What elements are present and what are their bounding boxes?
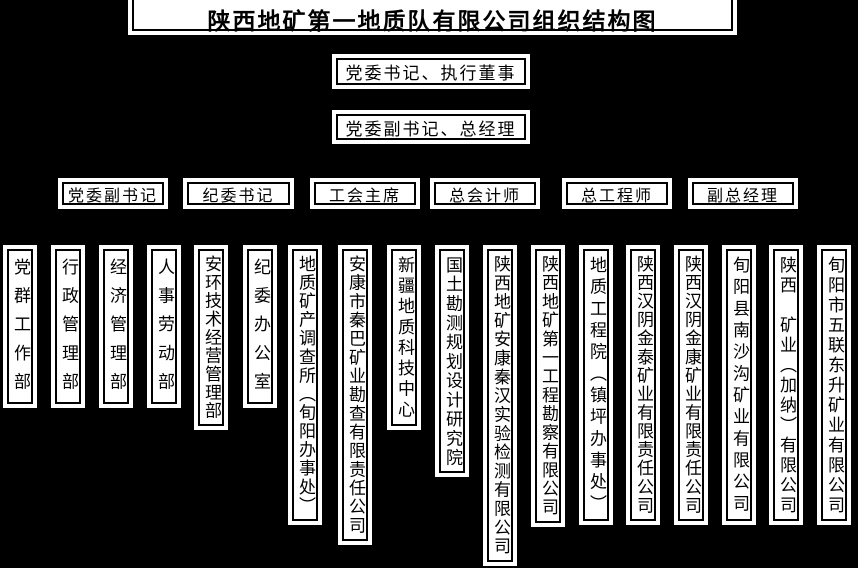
department-label: 陕西地矿安康秦汉实验检测有限公司: [491, 255, 510, 557]
department-label: 陕西汉阴金泰矿业有限责任公司: [634, 255, 653, 516]
department-box: 安环技术经营管理部: [194, 245, 228, 430]
department-label: 安环技术经营管理部: [202, 255, 221, 421]
node-deputy-party-secretary-general-manager: 党委副书记、总经理: [332, 110, 530, 144]
department-label: 党群工作部: [11, 257, 30, 401]
node-discipline-committee-secretary: 纪委书记: [183, 178, 294, 209]
department-label: 行政管理部: [59, 257, 78, 401]
department-label: 陕西汉阴金康矿业有限责任公司: [682, 255, 701, 516]
node-label: 党委书记、执行董事: [345, 64, 517, 83]
department-label: 陕西地矿第一工程勘察有限公司: [539, 255, 558, 518]
node-party-secretary-executive-director: 党委书记、执行董事: [332, 54, 530, 89]
department-box: 安康市秦巴矿业勘查有限责任公司: [338, 245, 372, 545]
node-union-chairman: 工会主席: [310, 178, 420, 209]
department-label: 地质矿产调查所（旬阳办事处）: [296, 255, 315, 516]
node-label: 总会计师: [448, 187, 521, 205]
department-box: 陕西汉阴金康矿业有限责任公司: [674, 245, 708, 525]
department-box: 行政管理部: [51, 245, 85, 408]
department-box: 陕西汉阴金泰矿业有限责任公司: [626, 245, 660, 525]
department-label: 新疆地质科技中心: [395, 255, 414, 421]
department-label: 旬阳县南沙沟矿业有限公司: [730, 256, 749, 517]
department-box: 经济管理部: [99, 245, 133, 408]
department-box: 旬阳市五联东升矿业有限公司: [817, 245, 851, 525]
department-label: 经济管理部: [107, 257, 126, 401]
department-label: 人事劳动部: [155, 257, 174, 401]
department-box: 纪委办公室: [243, 245, 277, 408]
department-box: 陕西地矿第一工程勘察有限公司: [531, 245, 565, 527]
department-box: 陕西地矿安康秦汉实验检测有限公司: [483, 245, 517, 566]
node-label: 纪委书记: [202, 187, 275, 205]
node-deputy-party-secretary: 党委副书记: [58, 178, 168, 209]
department-label: 陕西 矿业（加纳）有限公司: [777, 255, 796, 516]
department-label: 纪委办公室: [251, 257, 270, 401]
department-box: 旬阳县南沙沟矿业有限公司: [722, 245, 756, 525]
chart-title: 陕西地矿第一地质队有限公司组织结构图: [207, 8, 658, 34]
department-box: 地质矿产调查所（旬阳办事处）: [288, 245, 322, 525]
department-box: 党群工作部: [3, 245, 37, 408]
node-label: 工会主席: [328, 187, 401, 205]
node-chief-engineer: 总工程师: [562, 178, 672, 209]
department-box: 地质工程院（镇坪办事处）: [579, 245, 613, 525]
department-label: 安康市秦巴矿业勘查有限责任公司: [346, 255, 365, 536]
department-label: 国土勘测规划设计研究院: [443, 255, 462, 468]
node-label: 总工程师: [580, 187, 653, 205]
department-box: 国土勘测规划设计研究院: [435, 245, 469, 477]
node-label: 副总经理: [706, 187, 779, 205]
department-label: 旬阳市五联东升矿业有限公司: [825, 255, 844, 516]
department-box: 新疆地质科技中心: [387, 245, 421, 430]
node-chief-accountant: 总会计师: [430, 178, 540, 209]
department-box: 人事劳动部: [147, 245, 181, 408]
title-box: 陕西地矿第一地质队有限公司组织结构图: [128, 0, 737, 35]
department-box: 陕西 矿业（加纳）有限公司: [769, 245, 803, 525]
node-deputy-general-manager: 副总经理: [688, 178, 798, 209]
node-label: 党委副书记、总经理: [345, 119, 517, 139]
department-label: 地质工程院（镇坪办事处）: [587, 256, 606, 517]
node-label: 党委副书记: [67, 187, 158, 205]
